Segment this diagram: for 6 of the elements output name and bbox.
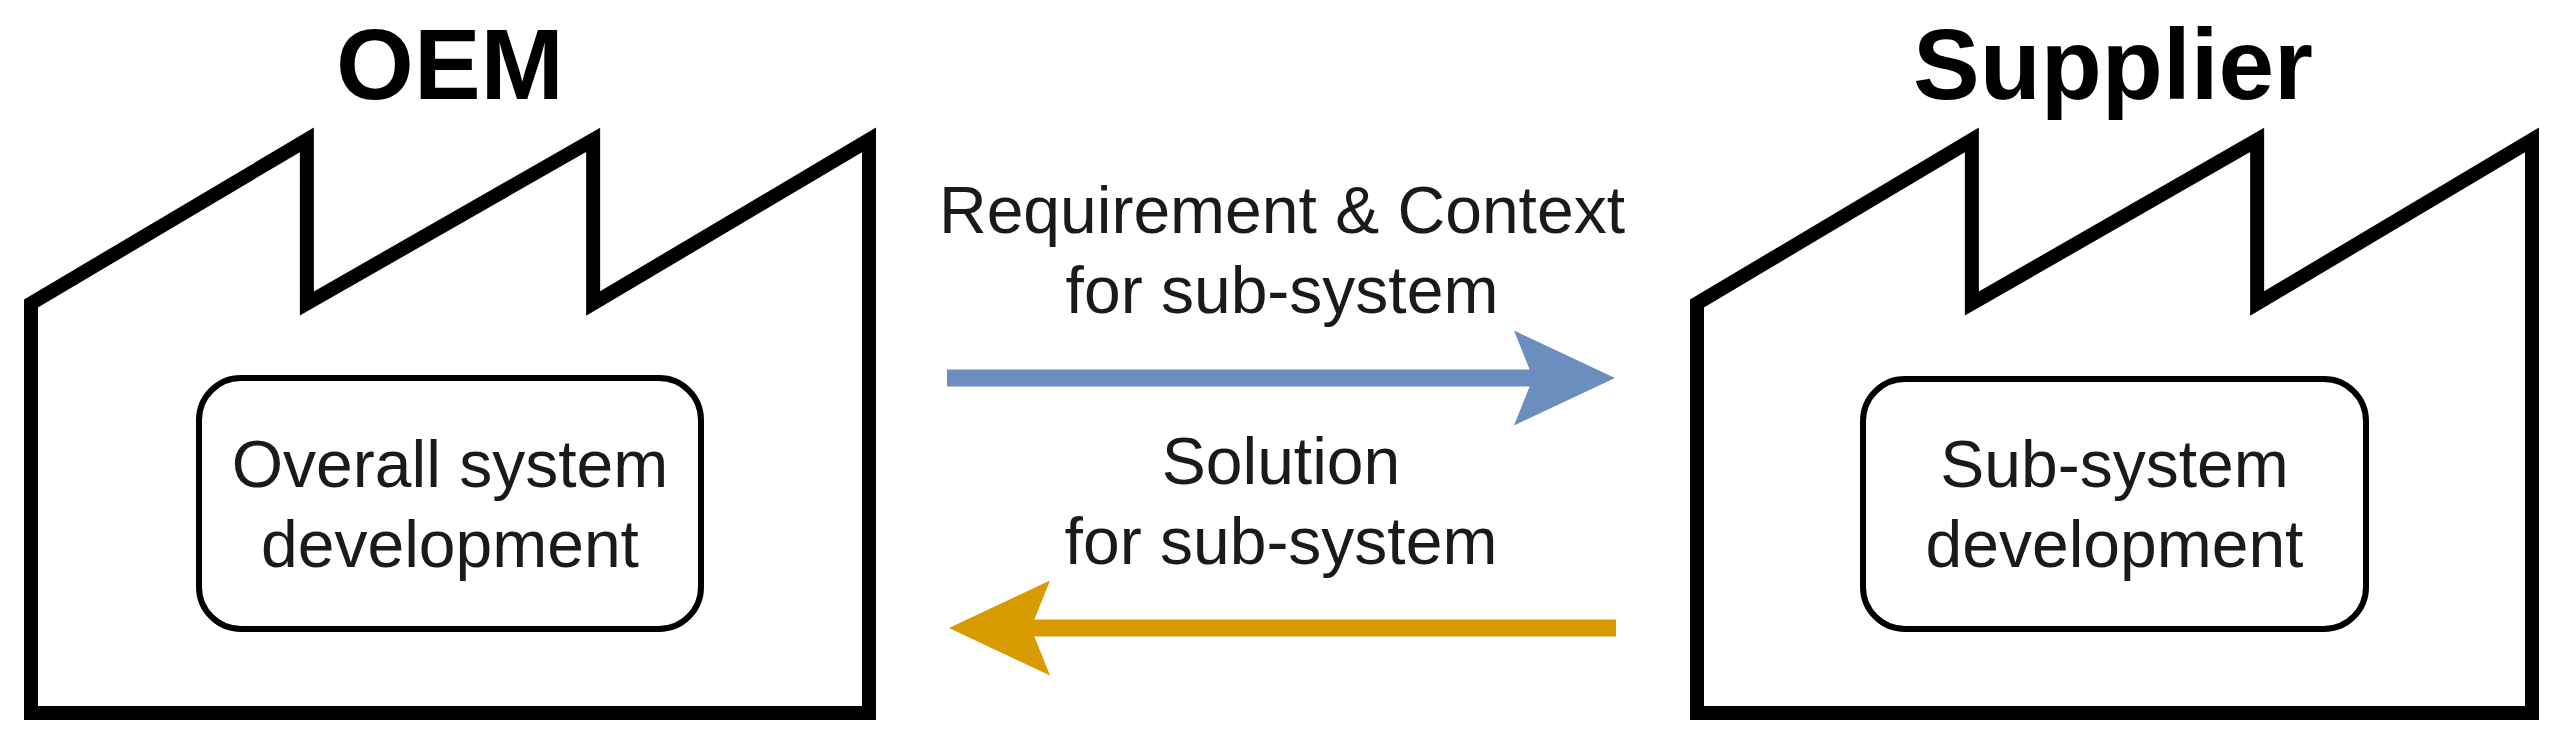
factory-title: OEM	[336, 7, 564, 121]
process-box: Overall system development	[196, 375, 704, 632]
arrow	[947, 330, 1615, 426]
factory-title: Supplier	[1912, 7, 2314, 121]
process-box: Sub-system development	[1860, 376, 2369, 632]
arrow	[949, 580, 1616, 676]
